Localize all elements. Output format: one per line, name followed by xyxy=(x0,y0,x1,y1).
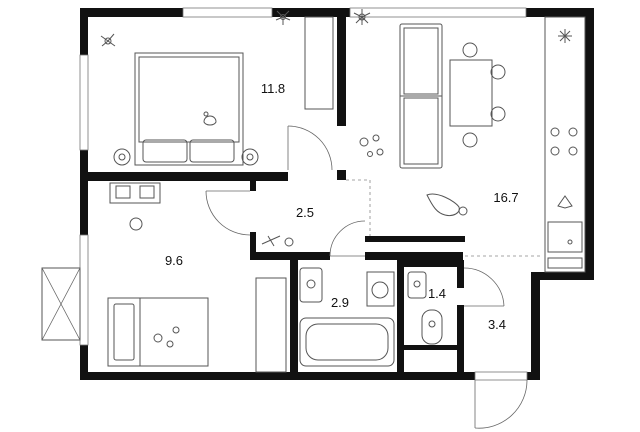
cat-icon xyxy=(426,193,468,216)
interior-walls xyxy=(80,8,465,372)
area-hallway: 2.5 xyxy=(296,205,314,220)
wardrobe xyxy=(304,16,334,110)
doors xyxy=(205,125,540,429)
bathtub xyxy=(299,317,395,367)
chair xyxy=(490,64,506,80)
sink-icon xyxy=(557,195,573,209)
sink xyxy=(299,267,323,303)
nightstand-lamp-left xyxy=(113,148,131,166)
bedroom-small-furniture xyxy=(107,182,287,373)
fridge-rail xyxy=(547,257,583,269)
desk-chair xyxy=(129,217,143,231)
outer-walls xyxy=(80,8,594,380)
dining-table xyxy=(449,59,493,127)
toilet-fixtures xyxy=(407,271,443,345)
area-kitchen-living: 16.7 xyxy=(493,190,518,205)
area-bedroom-small: 9.6 xyxy=(165,253,183,268)
area-bathroom: 2.9 xyxy=(331,295,349,310)
area-entrance: 3.4 xyxy=(488,317,506,332)
toys-icon xyxy=(153,326,180,348)
windows xyxy=(41,7,527,346)
kitchen-counter xyxy=(544,16,586,273)
chair xyxy=(462,132,478,148)
bathroom-fixtures xyxy=(299,267,395,367)
hallway-items xyxy=(261,235,294,247)
bedroom-large-furniture xyxy=(100,10,334,166)
toy-plane-icon xyxy=(261,235,281,247)
cat-icon xyxy=(203,111,217,126)
chair xyxy=(462,42,478,58)
dishwasher xyxy=(547,221,583,253)
cooktop-icon xyxy=(550,127,578,156)
toys-icon xyxy=(359,134,384,157)
area-toilet: 1.4 xyxy=(428,286,446,301)
washing-machine xyxy=(366,271,395,307)
kitchen-living-furniture xyxy=(353,9,586,273)
area-bedroom-large: 11.8 xyxy=(261,81,285,96)
double-bed xyxy=(134,52,244,166)
plant-icon xyxy=(353,9,371,25)
snowflake-icon xyxy=(558,29,572,43)
toilet-sink xyxy=(407,271,427,299)
plant-icon xyxy=(275,10,291,25)
wardrobe-small xyxy=(255,277,287,373)
nightstand-lamp-right xyxy=(241,148,259,166)
chair xyxy=(490,106,506,122)
plant-icon xyxy=(100,33,116,47)
area-labels: 11.8 16.7 2.5 9.6 2.9 1.4 3.4 xyxy=(165,81,519,332)
single-bed xyxy=(107,297,209,367)
